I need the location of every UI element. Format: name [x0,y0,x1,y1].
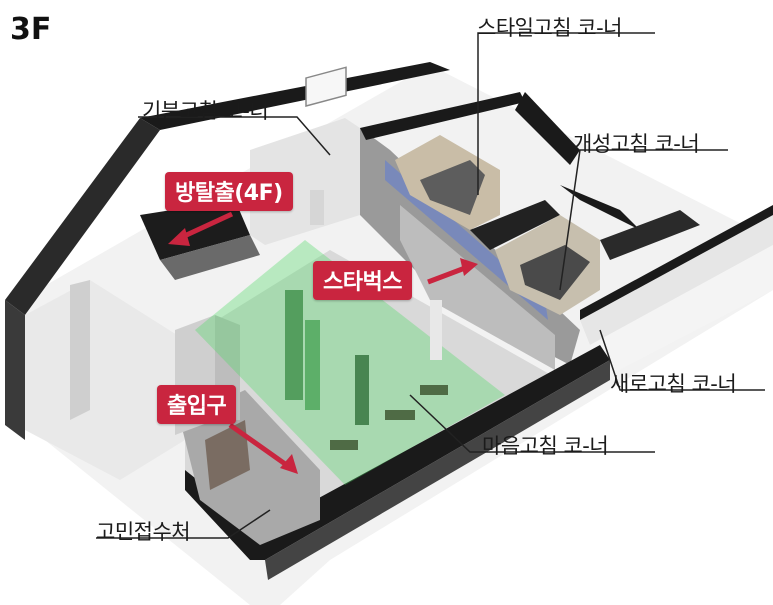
floor-plant-3 [420,385,448,395]
leader-mood [138,116,331,156]
escape-room-tag: 방탈출(4F) [165,172,293,211]
style-corner-interior [420,160,485,215]
starbucks-counter [400,205,555,370]
reception-label: 고민접수처 [96,520,191,544]
mind-corner-zone [195,240,505,485]
style-corner-label: 스타일고침 코-너 [477,16,623,40]
left-room-floor [25,280,185,480]
floor-plant-1 [330,440,358,450]
divider-wall-2 [470,200,560,250]
floor-plant-2 [385,410,415,420]
leader-reception [96,509,271,539]
personality-corner-interior [520,245,590,300]
green-sculpture-1 [285,290,303,400]
mood-corner-pillar [310,190,324,225]
green-sculpture-2 [305,320,320,410]
refresh-corner-floor [590,245,773,380]
front-wall [185,345,610,560]
starbucks-arrow [427,258,478,285]
floor-title: 3F [10,12,52,47]
left-wall [5,300,25,440]
escape-arrow [168,211,234,246]
leader-personality [559,149,728,291]
refresh-corner-label: 새로고침 코-너 [610,372,737,396]
reception-floor [180,390,320,545]
entrance-tag: 출입구 [157,385,237,424]
right-wall-1 [515,92,580,165]
entrance-arrow [228,422,298,474]
left-room-wall [70,280,90,420]
reception-desk [205,420,250,490]
starbucks-tag: 스타벅스 [313,261,412,300]
refresh-corner-top [580,205,773,320]
mood-corner-label: 기분고침 코-너 [142,99,269,123]
white-column [430,300,442,360]
refresh-corner-strip [580,215,773,345]
personality-corner-label: 개성고침 코-너 [573,132,700,156]
front-wall-side [265,360,610,580]
green-pillar [355,355,369,425]
left-wall-top [5,118,160,315]
leader-refresh [599,329,765,391]
mood-corner-screen [305,66,347,107]
right-wall-3 [600,210,700,260]
mood-corner-wall [250,118,360,245]
back-wall-top [140,62,450,130]
right-wall-2 [560,185,640,230]
leader-lines [96,32,765,539]
leader-style [477,32,655,195]
mind-corner-label: 마음고침 코-너 [482,434,609,458]
escape-stairs [160,235,260,280]
divider-wall-1 [360,92,525,140]
leader-mind [409,394,655,453]
